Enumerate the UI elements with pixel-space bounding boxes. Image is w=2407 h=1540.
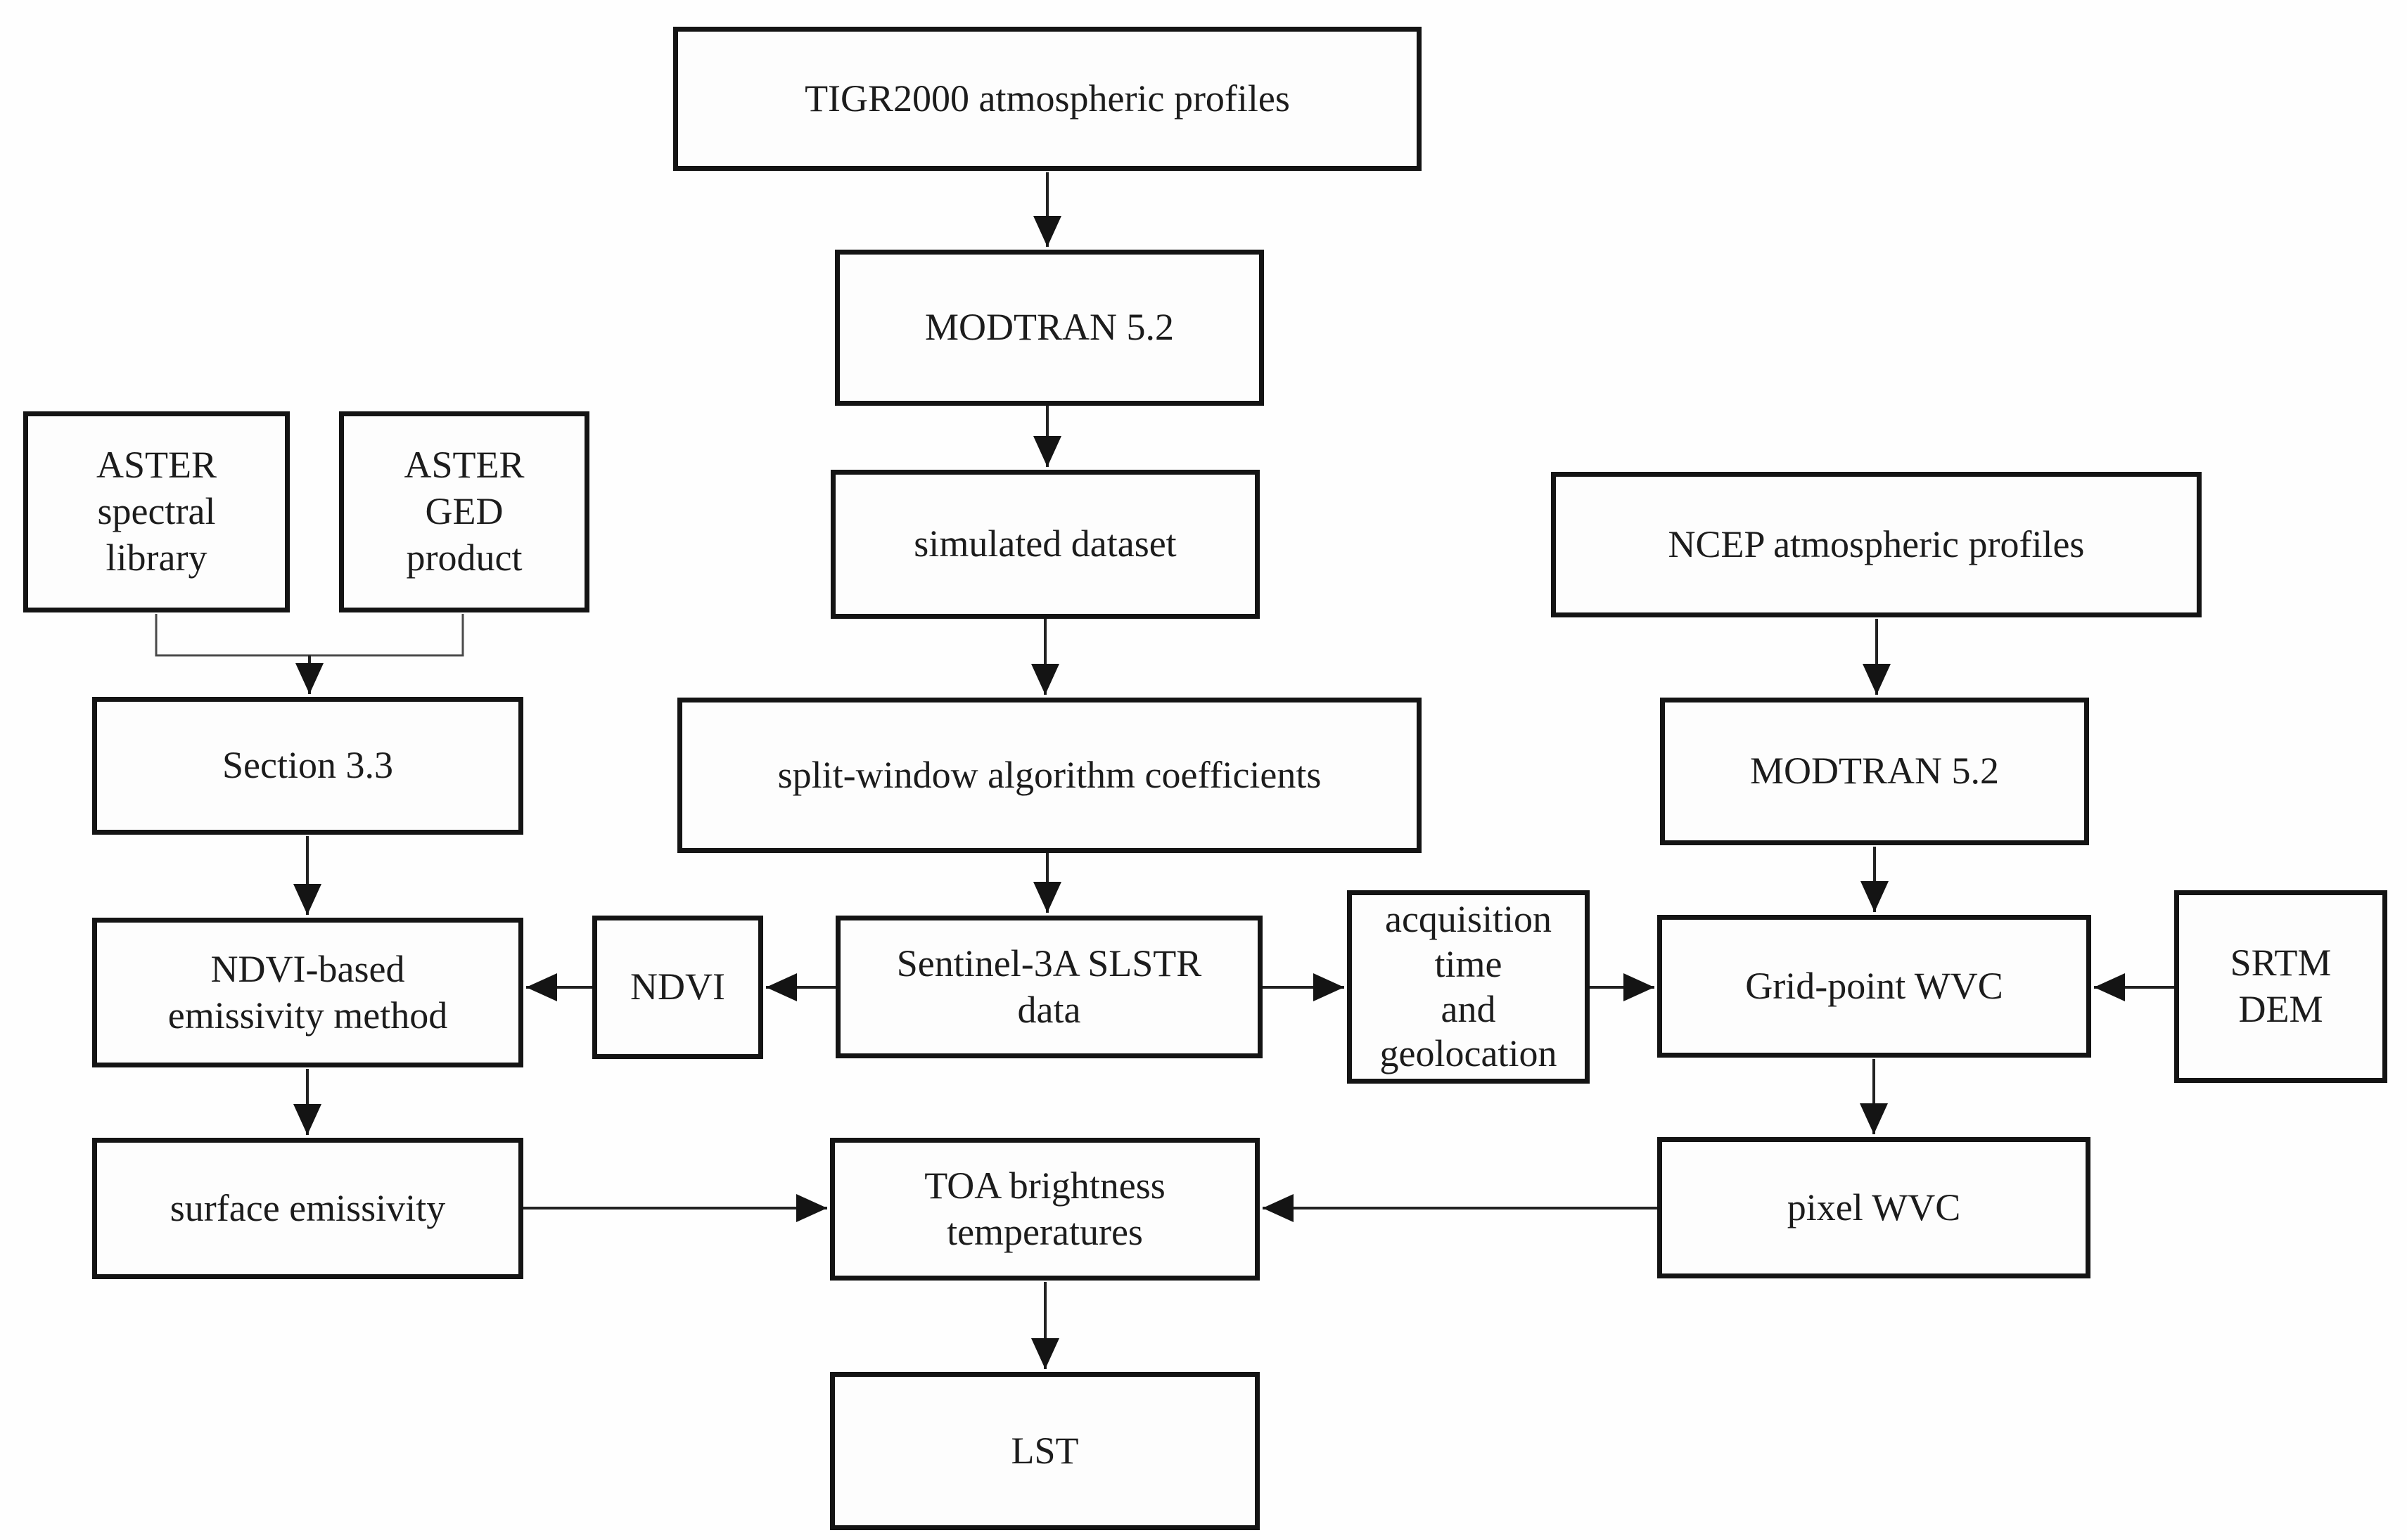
node-pixel-wvc: pixel WVC	[1657, 1137, 2090, 1278]
node-srtm-dem: SRTM DEM	[2174, 890, 2387, 1083]
node-acquisition-time-geolocation: acquisition time and geolocation	[1347, 890, 1590, 1084]
node-tigr2000: TIGR2000 atmospheric profiles	[673, 27, 1422, 171]
node-ndvi: NDVI	[592, 916, 763, 1059]
node-sentinel-slstr-data: Sentinel-3A SLSTR data	[836, 916, 1263, 1058]
node-aster-ged-product: ASTER GED product	[339, 411, 589, 612]
edge-asterlibrary-junction	[155, 614, 309, 657]
node-simulated-dataset: simulated dataset	[831, 470, 1260, 619]
node-aster-spectral-library: ASTER spectral library	[23, 411, 290, 612]
node-modtran-simulation: MODTRAN 5.2	[835, 250, 1264, 406]
node-grid-point-wvc: Grid-point WVC	[1657, 915, 2091, 1058]
node-ndvi-emissivity-method: NDVI-based emissivity method	[92, 918, 523, 1067]
node-ncep-profiles: NCEP atmospheric profiles	[1551, 472, 2202, 617]
edge-asterged-junction	[309, 614, 464, 657]
node-split-window-coefficients: split-window algorithm coefficients	[677, 698, 1422, 853]
node-lst: LST	[830, 1372, 1260, 1530]
node-surface-emissivity: surface emissivity	[92, 1138, 523, 1279]
node-modtran-wvc: MODTRAN 5.2	[1660, 698, 2089, 845]
node-section-3-3: Section 3.3	[92, 697, 523, 835]
node-toa-brightness-temperatures: TOA brightness temperatures	[830, 1138, 1260, 1281]
